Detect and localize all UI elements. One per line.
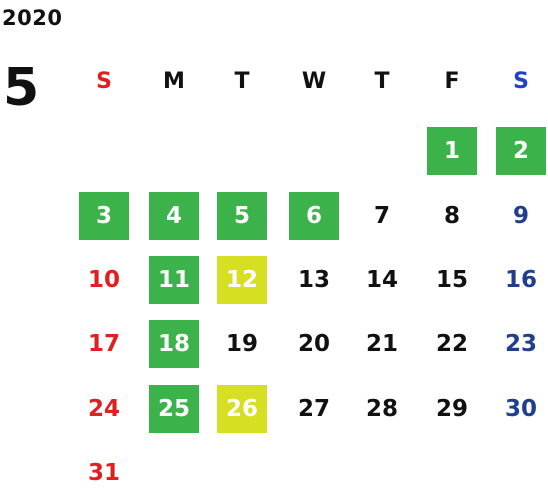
day-cell-16: 16 (486, 256, 548, 304)
day-number: 27 (297, 396, 330, 422)
day-number: 2 (496, 127, 546, 175)
weekday-header-3: W (301, 69, 327, 94)
day-cell-25: 25 (139, 385, 209, 433)
day-cell-26: 26 (207, 385, 277, 433)
day-number: 14 (365, 267, 398, 293)
day-cell-9: 9 (486, 192, 548, 240)
day-cell-18: 18 (139, 320, 209, 368)
day-cell-3: 3 (69, 192, 139, 240)
day-number: 12 (217, 256, 267, 304)
weekday-header-0: S (96, 69, 112, 94)
day-number: 1 (427, 127, 477, 175)
day-number: 16 (504, 267, 537, 293)
day-number: 30 (504, 396, 537, 422)
day-cell-28: 28 (347, 385, 417, 433)
day-cell-10: 10 (69, 256, 139, 304)
weekday-header-5: F (444, 69, 460, 94)
day-cell-30: 30 (486, 385, 548, 433)
day-cell-11: 11 (139, 256, 209, 304)
day-number: 31 (87, 460, 120, 486)
day-number: 9 (512, 203, 529, 229)
day-number: 3 (79, 192, 129, 240)
day-number: 4 (149, 192, 199, 240)
day-cell-14: 14 (347, 256, 417, 304)
day-cell-13: 13 (279, 256, 349, 304)
day-cell-4: 4 (139, 192, 209, 240)
day-number: 22 (435, 331, 468, 357)
day-number: 6 (289, 192, 339, 240)
weekday-header-1: M (163, 69, 185, 94)
day-number: 20 (297, 331, 330, 357)
day-cell-12: 12 (207, 256, 277, 304)
day-number: 17 (87, 331, 120, 357)
day-cell-2: 2 (486, 127, 548, 175)
day-cell-19: 19 (207, 320, 277, 368)
day-cell-7: 7 (347, 192, 417, 240)
day-number: 24 (87, 396, 120, 422)
day-number: 5 (217, 192, 267, 240)
calendar-year: 2020 (2, 6, 63, 30)
day-cell-1: 1 (417, 127, 487, 175)
calendar-month: 5 (3, 58, 40, 118)
day-number: 23 (504, 331, 537, 357)
day-number: 18 (149, 320, 199, 368)
day-number: 11 (149, 256, 199, 304)
weekday-header-4: T (374, 69, 390, 94)
day-cell-20: 20 (279, 320, 349, 368)
day-cell-5: 5 (207, 192, 277, 240)
day-cell-6: 6 (279, 192, 349, 240)
day-number: 26 (217, 385, 267, 433)
weekday-header-6: S (513, 69, 529, 94)
day-cell-15: 15 (417, 256, 487, 304)
day-number: 21 (365, 331, 398, 357)
day-number: 13 (297, 267, 330, 293)
day-number: 10 (87, 267, 120, 293)
day-cell-27: 27 (279, 385, 349, 433)
day-number: 7 (373, 203, 390, 229)
day-cell-24: 24 (69, 385, 139, 433)
day-number: 29 (435, 396, 468, 422)
day-number: 19 (225, 331, 258, 357)
day-cell-29: 29 (417, 385, 487, 433)
day-number: 8 (443, 203, 460, 229)
day-cell-23: 23 (486, 320, 548, 368)
day-cell-31: 31 (69, 449, 139, 497)
weekday-header-2: T (234, 69, 250, 94)
day-number: 25 (149, 385, 199, 433)
day-number: 28 (365, 396, 398, 422)
day-cell-22: 22 (417, 320, 487, 368)
day-number: 15 (435, 267, 468, 293)
day-cell-17: 17 (69, 320, 139, 368)
day-cell-21: 21 (347, 320, 417, 368)
day-cell-8: 8 (417, 192, 487, 240)
